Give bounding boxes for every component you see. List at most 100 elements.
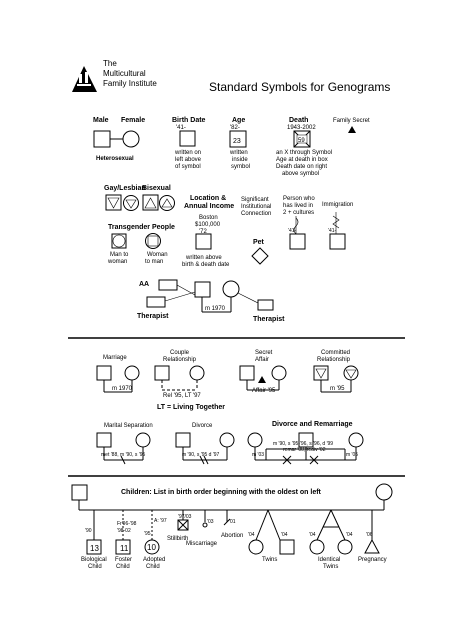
immigration-date: '41- xyxy=(328,228,337,234)
twin-boy xyxy=(279,539,295,555)
significant-1: Significant xyxy=(241,197,269,203)
committed-label-1: Committed xyxy=(321,350,350,356)
remarriage-wife-2 xyxy=(348,432,364,448)
female-label: Female xyxy=(121,117,145,124)
affair-label-2: Affair xyxy=(255,357,269,363)
marriage-male xyxy=(96,365,112,381)
children-title: Children: List in birth order beginning … xyxy=(121,489,322,496)
separation-label: Marital Separation xyxy=(104,423,153,429)
divorce-dates: m '90, s '95 d '97 xyxy=(182,452,220,458)
death-note-1: an X through Symbol xyxy=(276,150,332,156)
adopted-child xyxy=(144,539,160,555)
location-label-2: Annual Income xyxy=(184,203,234,210)
family-secret-symbol xyxy=(348,126,356,133)
identical-label-1: Identical xyxy=(318,557,340,563)
twin-girl xyxy=(248,539,264,555)
therapist-label-right: Therapist xyxy=(253,316,285,323)
logo: The Multicultural Family Institute xyxy=(72,59,157,92)
man-to-woman-1: Man to xyxy=(110,252,129,258)
divorce-female xyxy=(219,432,235,448)
mother-symbol xyxy=(375,483,393,501)
woman-to-man-symbol xyxy=(145,233,161,249)
stillbirth-date: '97/03 xyxy=(178,514,192,520)
adopted-label-2: Child xyxy=(146,564,160,570)
remarriage-wife-1 xyxy=(247,432,263,448)
foster-note-2: '98-02 xyxy=(117,528,131,534)
pregnancy-label: Pregnancy xyxy=(358,557,387,563)
aa-label: AA xyxy=(139,281,149,288)
adopted-age: 10 xyxy=(147,543,156,552)
family-secret-label: Family Secret xyxy=(333,118,370,124)
lived-date: '41- xyxy=(288,228,297,234)
location-note-1: written above xyxy=(185,255,222,261)
location-value-1: Boston xyxy=(199,215,218,221)
affair-date: Affair '95 xyxy=(252,388,276,394)
logo-line-3: Family Institute xyxy=(103,79,157,88)
death-note-2: Age at death in box xyxy=(276,157,328,163)
logo-line-2: Multicultural xyxy=(103,69,146,78)
location-symbol xyxy=(195,233,212,250)
logo-line-1: The xyxy=(103,59,117,68)
death-note-4: above symbol xyxy=(282,171,319,177)
significant-2: Institutional xyxy=(241,204,271,210)
miscarriage-date: '03 xyxy=(207,519,214,525)
identical-twin-2 xyxy=(337,539,353,555)
couple-male xyxy=(154,365,170,381)
couple-label-2: Relationship xyxy=(163,357,197,363)
lesbian-symbol xyxy=(123,195,139,211)
husband-symbol xyxy=(194,281,211,298)
basic-symbols: Male Female Heterosexual Birth Date '41-… xyxy=(93,117,370,323)
age-value: '82- xyxy=(230,125,240,131)
divorce-male xyxy=(175,432,191,448)
female-symbol xyxy=(122,130,140,148)
identical-twin-1 xyxy=(309,539,325,555)
gay-symbol xyxy=(105,194,122,211)
bio-age: 13 xyxy=(90,544,99,553)
death-label: Death xyxy=(289,117,308,124)
aa-box xyxy=(158,279,178,291)
age-note-2: inside xyxy=(232,157,248,163)
woman-to-man-1: Woman xyxy=(147,252,168,258)
remarriage-m05: m '05 xyxy=(346,452,358,458)
stillbirth-label: Stillbirth xyxy=(167,536,188,542)
location-note-2: birth & death date xyxy=(182,262,230,268)
gay-lesbian-label: Gay/Lesbian xyxy=(104,185,146,192)
age-box-value: 23 xyxy=(233,138,241,145)
age-note-1: written xyxy=(229,150,248,156)
male-label: Male xyxy=(93,117,109,124)
aa-marriage-date: m 1970 xyxy=(205,306,226,312)
bisexual-label: Bisexual xyxy=(142,185,171,192)
couple-dates: Rel '95, LT '97 xyxy=(163,393,201,399)
immigration-label: Immigration xyxy=(322,202,353,208)
identical-date-1: '04 xyxy=(309,532,316,538)
couple-label-1: Couple xyxy=(170,350,190,356)
living-together-note: LT = Living Together xyxy=(157,404,225,411)
separation-male xyxy=(96,432,112,448)
therapist-box-right xyxy=(257,299,274,311)
miscarriage-label: Miscarriage xyxy=(186,541,218,547)
twins-label: Twins xyxy=(262,557,277,563)
children-symbols: Children: List in birth order beginning … xyxy=(71,483,393,570)
twin-date-2: '04 xyxy=(281,532,288,538)
adopt-note: A: '97 xyxy=(154,518,167,524)
pregnancy-symbol xyxy=(364,538,380,554)
div-remarriage-label: Divorce and Remarriage xyxy=(272,421,353,428)
pet-label: Pet xyxy=(253,239,265,246)
birth-note-2: left above xyxy=(175,157,202,163)
marriage-date: m 1970 xyxy=(112,386,133,392)
foster-label-1: Foster xyxy=(115,557,132,563)
birth-note-3: of symbol xyxy=(175,164,201,170)
bio-date: '90 xyxy=(85,528,92,534)
location-value-3: '72 xyxy=(199,229,207,235)
death-note-3: Death date on right xyxy=(276,164,327,170)
birth-note-1: written on xyxy=(174,150,201,156)
couple-female xyxy=(189,365,205,381)
birth-date-value: '41- xyxy=(176,125,186,131)
marriage-label: Marriage xyxy=(103,355,127,361)
abortion-label: Abortion xyxy=(221,533,243,539)
divorce-label: Divorce xyxy=(192,423,213,429)
foster-child xyxy=(115,539,131,555)
wife-symbol xyxy=(222,280,240,298)
pet-symbol xyxy=(251,247,269,265)
foster-label-2: Child xyxy=(116,564,130,570)
